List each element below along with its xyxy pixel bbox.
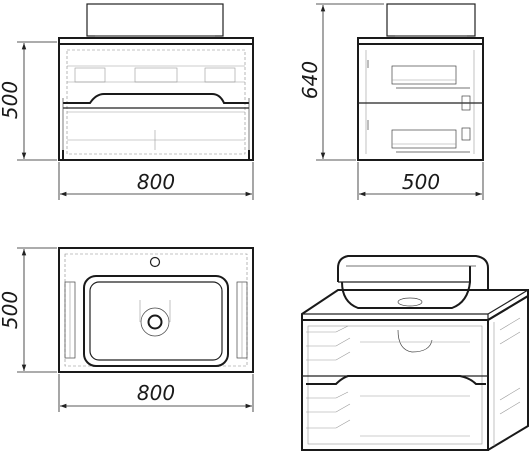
side-depth-dimension: 500 <box>357 162 484 200</box>
front-width-dimension: 800 <box>58 162 254 200</box>
front-height-label: 500 <box>0 81 22 119</box>
iso-lower-runners <box>306 391 351 429</box>
top-depth-dimension: 500 <box>0 247 57 373</box>
side-upper-runner <box>391 65 457 85</box>
top-view <box>58 247 254 373</box>
top-width-label: 800 <box>137 381 175 405</box>
side-depth-label: 500 <box>402 170 440 194</box>
front-sink-bowl <box>86 3 224 37</box>
side-height-label: 640 <box>298 61 322 99</box>
top-basin-outer <box>83 275 229 367</box>
side-view <box>357 3 484 161</box>
iso-cabinet-front <box>301 319 489 451</box>
front-handle-profile <box>63 93 249 104</box>
iso-upper-runners <box>306 325 351 361</box>
drain-outer <box>140 307 170 337</box>
top-width-dimension: 800 <box>58 374 254 412</box>
drain-hole <box>147 314 163 330</box>
top-basin-inner <box>89 281 223 361</box>
faucet-hole <box>149 256 161 268</box>
front-width-label: 800 <box>137 170 175 194</box>
side-sink-bowl <box>386 3 476 37</box>
side-lower-runner <box>391 129 457 149</box>
iso-drain-pipe <box>397 329 433 353</box>
side-cabinet-body <box>357 43 484 161</box>
top-outline <box>58 247 254 373</box>
front-view <box>58 3 254 161</box>
iso-cabinet-side <box>487 294 529 451</box>
top-depth-label: 500 <box>0 291 22 329</box>
iso-sink-back <box>337 255 489 290</box>
side-height-dimension: 640 <box>298 3 384 161</box>
front-cabinet-body <box>58 43 254 161</box>
iso-sink-front <box>341 266 471 309</box>
iso-handle-profile <box>306 375 486 385</box>
isometric-view <box>301 255 529 451</box>
front-height-dimension: 500 <box>0 41 57 161</box>
